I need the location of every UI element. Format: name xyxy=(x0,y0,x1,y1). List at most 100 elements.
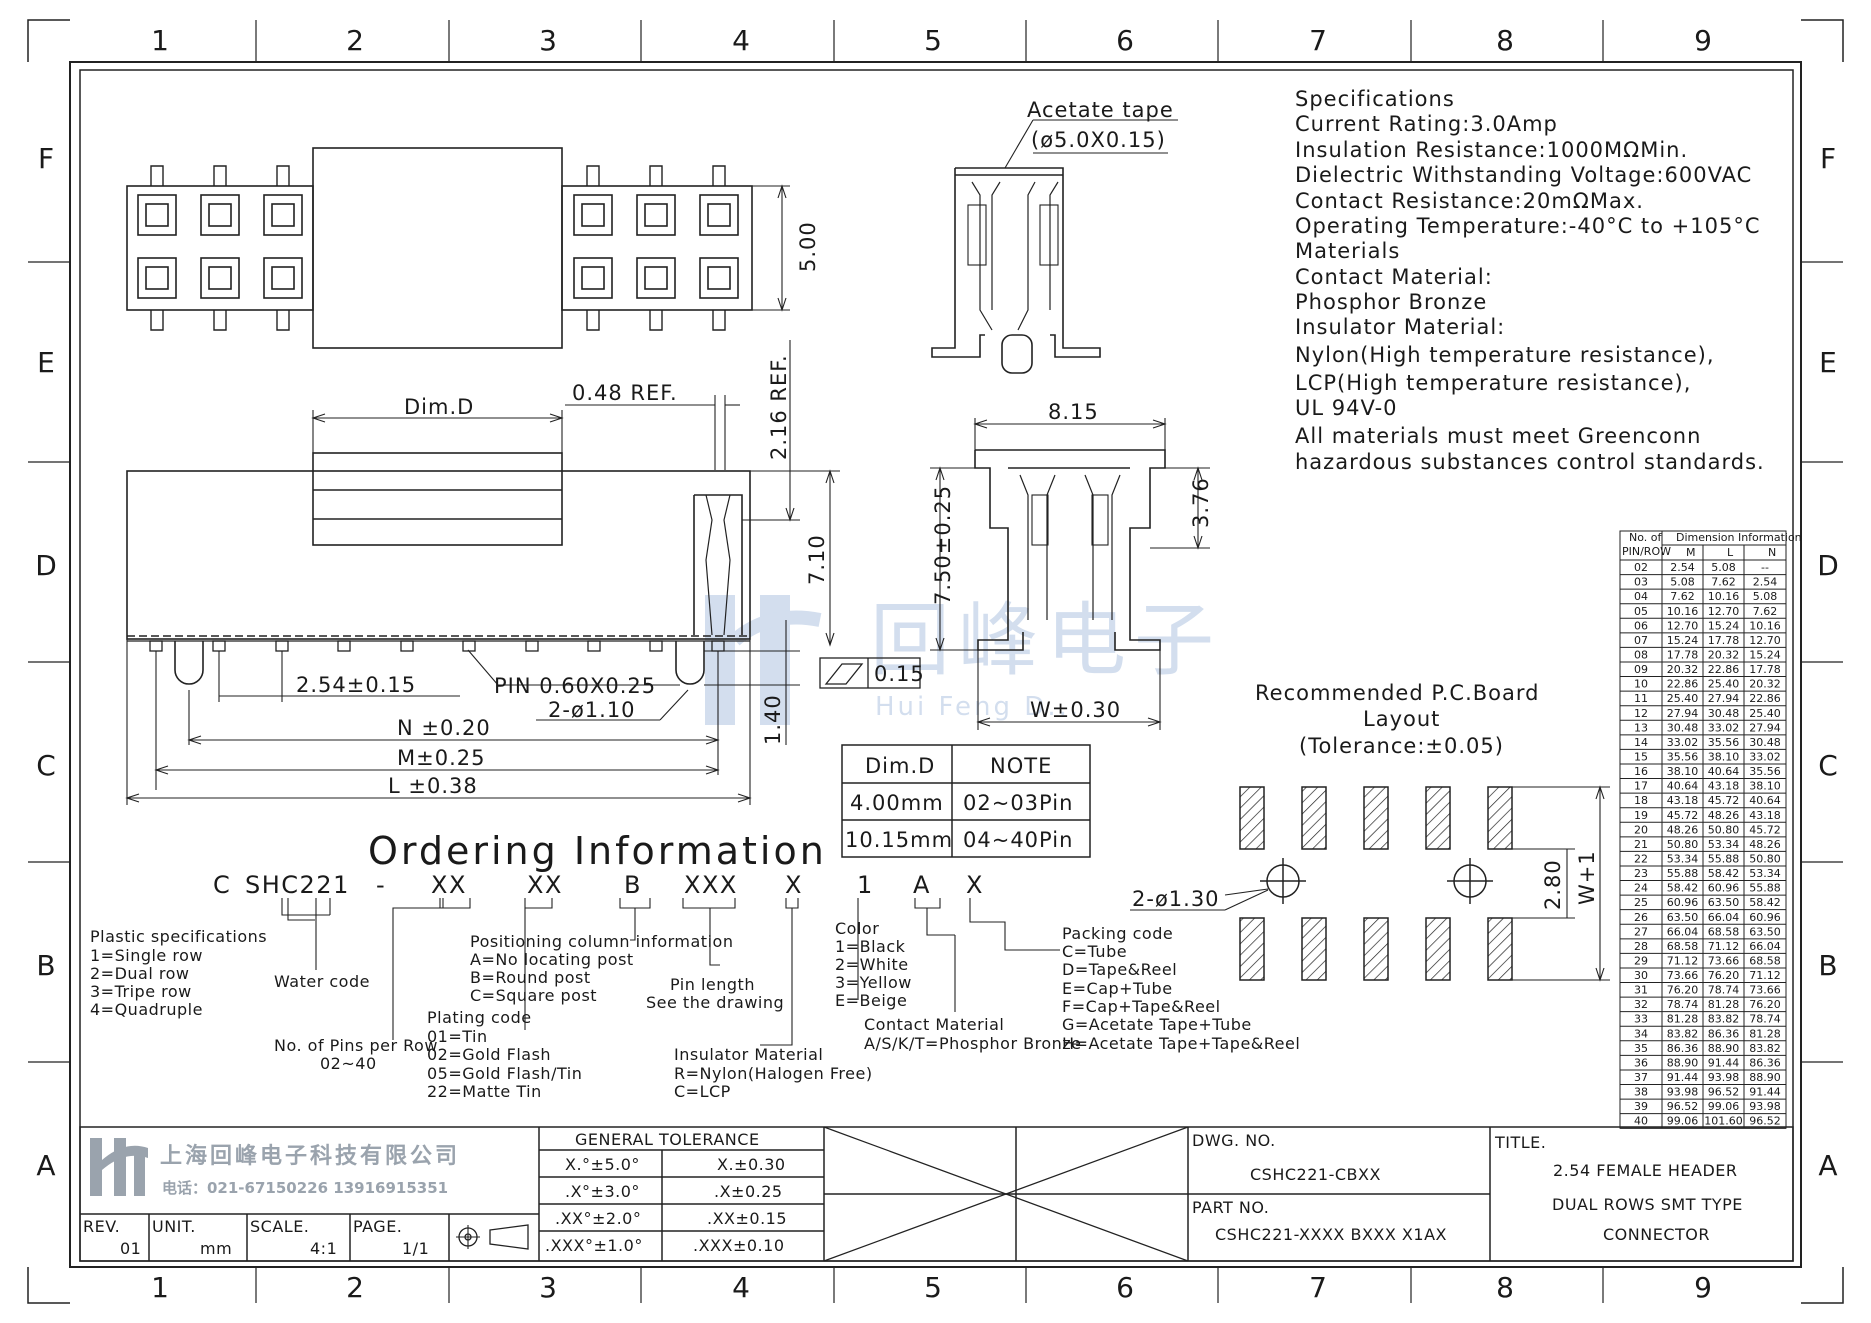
pin-table-cell: 45.72 xyxy=(1667,809,1699,822)
zone-col-8-top: 8 xyxy=(1496,24,1514,57)
pin-table-cell: 17.78 xyxy=(1749,663,1781,676)
pin-table-cell: 37 xyxy=(1634,1071,1648,1084)
unit-label: UNIT. xyxy=(152,1217,196,1236)
pin-table-cell: 15.24 xyxy=(1667,634,1699,647)
pin-table-cell: 10.16 xyxy=(1667,605,1699,618)
pin-table-cell: 25.40 xyxy=(1749,707,1781,720)
pin-table-cell: 15.24 xyxy=(1749,649,1781,662)
packing-1: C=Tube xyxy=(1062,942,1127,961)
pin-table-cell: 22.86 xyxy=(1667,678,1699,691)
pinlength-note: See the drawing xyxy=(646,993,784,1012)
pin-table-cell: 20 xyxy=(1634,823,1648,836)
pin-table-cell: 04 xyxy=(1634,590,1648,603)
pin-table-cell: 40.64 xyxy=(1749,794,1781,807)
pin-table-cell: 12.70 xyxy=(1708,605,1740,618)
ordering-notes: Plastic specifications 1=Single row 2=Du… xyxy=(90,919,1300,1101)
pin-table-cell: 12 xyxy=(1634,707,1648,720)
dim-815: 8.15 xyxy=(1048,400,1099,424)
pin-table-cell: 66.04 xyxy=(1708,911,1740,924)
pin-table-cell: 5.08 xyxy=(1753,590,1778,603)
zone-row-b-left: B xyxy=(36,949,55,982)
pin-table-cell: 7.62 xyxy=(1753,605,1778,618)
company-name: 上海回峰电子科技有限公司 xyxy=(160,1143,460,1169)
spec-line: UL 94V-0 xyxy=(1295,396,1398,420)
pin-table-cell: 20.32 xyxy=(1667,663,1699,676)
page-label: PAGE. xyxy=(353,1217,402,1236)
pin-table-cell: 27.94 xyxy=(1708,692,1740,705)
pins-title: No. of Pins per Row xyxy=(274,1036,438,1055)
pin-table-cell: -- xyxy=(1761,561,1769,574)
pin-table-cell: 68.58 xyxy=(1749,955,1781,968)
plating-4: 22=Matte Tin xyxy=(427,1082,542,1101)
pin-table-cell: 81.28 xyxy=(1708,998,1740,1011)
zone-col-5-top: 5 xyxy=(924,24,942,57)
pin-table-cell: 27.94 xyxy=(1749,721,1781,734)
color-3: 3=Yellow xyxy=(835,973,912,992)
page-value: 1/1 xyxy=(402,1239,429,1258)
pin-table-cell: 20.32 xyxy=(1708,649,1740,662)
title-block xyxy=(79,1126,1794,1262)
zone-row-a-left: A xyxy=(36,1149,55,1182)
pin-table-hdr-pinrow: PIN/ROW xyxy=(1622,545,1671,558)
insulator-2: C=LCP xyxy=(674,1082,731,1101)
pin-table-cell: 93.98 xyxy=(1749,1100,1781,1113)
company-phone: 电话：021-67150226 13916915351 xyxy=(162,1179,448,1197)
pin-table-cell: 86.36 xyxy=(1708,1027,1740,1040)
front-view xyxy=(930,418,1210,730)
pin-table-cell: 99.06 xyxy=(1667,1115,1699,1128)
packing-6: H=Acetate Tape+Tape&Reel xyxy=(1062,1034,1300,1053)
dim-n: N ±0.20 xyxy=(397,716,491,740)
insulator-title: Insulator Material xyxy=(674,1045,823,1064)
zone-col-2-bottom: 2 xyxy=(346,1271,364,1304)
pin-table-cell: 2.54 xyxy=(1670,561,1695,574)
pin-table: No. of PIN/ROW Dimension Information M L… xyxy=(1619,530,1802,1129)
pin-table-cell: 45.72 xyxy=(1708,794,1740,807)
pin-table-cell: 40 xyxy=(1634,1115,1648,1128)
pin-table-cell: 91.44 xyxy=(1667,1071,1699,1084)
pin-table-cell: 27.94 xyxy=(1667,707,1699,720)
code-insulator: X xyxy=(785,871,803,899)
pin-table-cell: 86.36 xyxy=(1667,1042,1699,1055)
pin-table-hdr-no: No. of xyxy=(1629,531,1662,544)
pin-table-cell: 30.48 xyxy=(1667,721,1699,734)
pin-table-cell: 32 xyxy=(1634,998,1648,1011)
tape-size: (ø5.0X0.15) xyxy=(1031,128,1166,152)
pin-table-cell: 39 xyxy=(1634,1100,1648,1113)
dwg-number: CSHC221-CBXX xyxy=(1250,1165,1381,1184)
zone-col-7-top: 7 xyxy=(1309,24,1327,57)
pin-table-cell: 63.50 xyxy=(1708,896,1740,909)
pin-table-cell: 25 xyxy=(1634,896,1648,909)
pin-table-cell: 12.70 xyxy=(1667,619,1699,632)
spec-line: hazardous substances control standards. xyxy=(1295,450,1765,474)
rev-label: REV. xyxy=(83,1217,120,1236)
pin-table-cell: 68.58 xyxy=(1708,925,1740,938)
pin-table-cell: 36 xyxy=(1634,1057,1648,1070)
pinlength-title: Pin length xyxy=(670,975,755,994)
title-line-3: CONNECTOR xyxy=(1603,1225,1710,1244)
pin-table-cell: 73.66 xyxy=(1749,984,1781,997)
part-label: PART NO. xyxy=(1192,1198,1269,1217)
pin-table-cell: 7.62 xyxy=(1670,590,1695,603)
dim-table-r2-note: 04~40Pin xyxy=(963,828,1073,852)
pin-table-cell: 14 xyxy=(1634,736,1648,749)
pin-table-cell: 83.82 xyxy=(1708,1013,1740,1026)
pin-table-cell: 50.80 xyxy=(1708,823,1740,836)
pin-table-cell: 26 xyxy=(1634,911,1648,924)
pin-table-cell: 71.12 xyxy=(1708,940,1740,953)
dim-m: M±0.25 xyxy=(397,746,485,770)
dim-flatness: 0.15 xyxy=(874,662,925,686)
zone-row-c-right: C xyxy=(1818,749,1838,782)
pin-table-cell: 10.16 xyxy=(1708,590,1740,603)
packing-2: D=Tape&Reel xyxy=(1062,960,1177,979)
pcb-tolerance: (Tolerance:±0.05) xyxy=(1299,734,1504,758)
code-packing: X xyxy=(966,871,984,899)
pin-table-cell: 53.34 xyxy=(1667,853,1699,866)
zone-row-c-left: C xyxy=(36,749,56,782)
packing-4: F=Cap+Tape&Reel xyxy=(1062,997,1221,1016)
side-view xyxy=(126,452,751,685)
plastic-2: 2=Dual row xyxy=(90,964,189,983)
plastic-1: 1=Single row xyxy=(90,946,203,965)
zone-labels: 1 2 3 4 5 6 7 8 9 1 2 3 4 5 6 7 8 9 F E … xyxy=(35,24,1839,1304)
pin-table-cell: 03 xyxy=(1634,576,1648,589)
zone-col-3-top: 3 xyxy=(539,24,557,57)
